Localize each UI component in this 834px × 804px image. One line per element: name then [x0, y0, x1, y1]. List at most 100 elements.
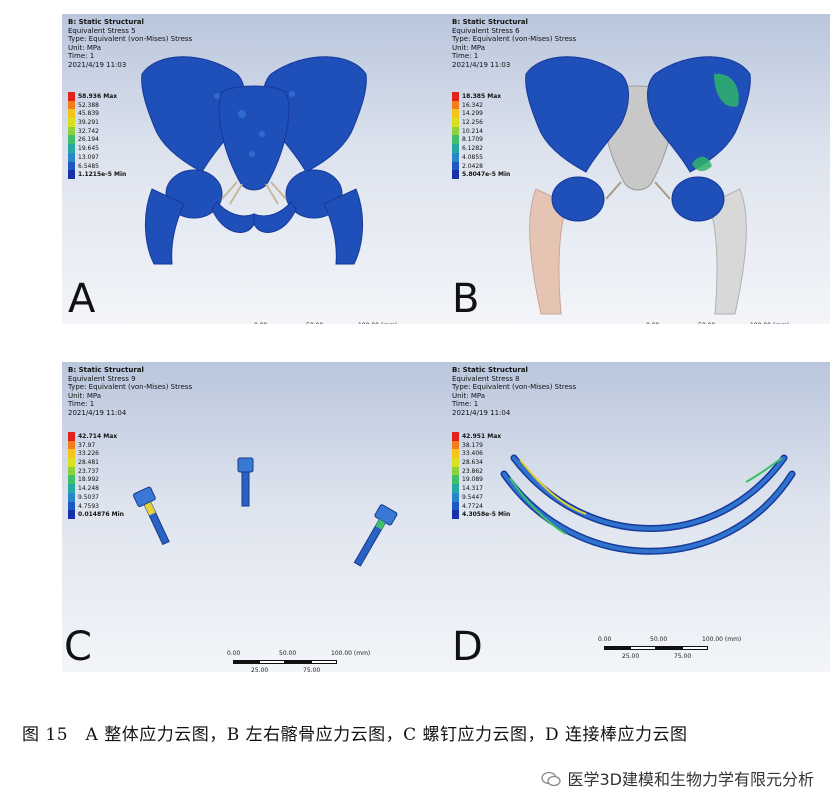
legend-swatch — [68, 458, 75, 467]
panel-a: B: Static Structural Equivalent Stress 5… — [62, 14, 446, 324]
legend-value: 12.256 — [462, 119, 483, 127]
legend-value: 38.179 — [462, 441, 483, 449]
scale-segment — [259, 660, 285, 664]
legend-swatch — [68, 492, 75, 502]
legend-entry: 8.1709 — [452, 135, 522, 145]
rod — [500, 470, 796, 555]
legend-entry: 28.481 — [68, 458, 138, 467]
legend-swatch — [452, 126, 459, 136]
legend-entry: 26.194 — [68, 135, 138, 145]
legend-entry: 12.256 — [452, 118, 522, 127]
header-line: Time: 1 — [452, 52, 479, 60]
panel-c: B: Static Structural Equivalent Stress 9… — [62, 362, 446, 672]
pelvis-model-b — [525, 56, 751, 315]
legend-swatch — [452, 466, 459, 476]
legend-entry: 32.742 — [68, 126, 138, 136]
watermark: 医学3D建模和生物力学有限元分析 — [541, 766, 814, 791]
legend-entry: 42.714 Max — [68, 432, 138, 441]
header-line: 2021/4/19 11:04 — [68, 408, 127, 417]
scale-tick-label: 0.00 — [254, 322, 267, 324]
legend-entry: 4.7724 — [452, 501, 522, 511]
panel-a-label: A — [68, 276, 96, 322]
header-line: Unit: MPa — [68, 43, 102, 52]
scale-tick-label: 50.00 — [279, 650, 297, 657]
header-line: Type: Equivalent (von-Mises) Stress — [68, 35, 193, 43]
legend-entry: 14.248 — [68, 484, 138, 493]
scale-segment — [656, 646, 682, 650]
legend-swatch — [68, 118, 75, 127]
legend-value: 6.5485 — [78, 162, 99, 170]
panel-b-label: B — [452, 276, 480, 322]
header-line: 2021/4/19 11:03 — [68, 60, 127, 69]
legend-entry: 23.737 — [68, 466, 138, 476]
legend-value: 14.299 — [462, 110, 483, 118]
header-line: Time: 1 — [452, 400, 479, 408]
legend-swatch — [68, 109, 75, 119]
scale-tick-label: 0.00 — [598, 636, 612, 643]
scale-tick-label: 100.00 (mm) — [358, 322, 397, 324]
legend-value: 8.1709 — [462, 136, 483, 144]
scale-segment — [630, 646, 656, 650]
legend-swatch — [68, 100, 75, 110]
panel-b-header: B: Static Structural Equivalent Stress 6… — [452, 18, 576, 69]
legend-value: 4.0855 — [462, 153, 483, 161]
panel-a-header: B: Static Structural Equivalent Stress 5… — [68, 18, 192, 69]
legend-value: 9.5447 — [462, 493, 483, 501]
watermark-text: 医学3D建模和生物力学有限元分析 — [567, 770, 814, 789]
header-line: Type: Equivalent (von-Mises) Stress — [452, 35, 577, 43]
legend-swatch — [452, 458, 459, 467]
legend-entry: 4.7593 — [68, 501, 138, 511]
legend-swatch — [68, 466, 75, 476]
scale-tick-label: 50.00 — [698, 322, 715, 324]
legend-swatch — [68, 449, 75, 459]
legend-entry: 1.1215e-5 Min — [68, 170, 138, 179]
screws-model — [132, 457, 398, 567]
panel-d-label: D — [452, 624, 483, 670]
panel-c-label: C — [64, 624, 92, 670]
header-line: B: Static Structural — [452, 366, 528, 374]
legend-entry: 9.5037 — [68, 492, 138, 502]
legend-value: 10.214 — [462, 127, 483, 135]
legend-value: 28.634 — [462, 459, 483, 467]
legend-entry: 42.951 Max — [452, 432, 522, 441]
legend-entry: 2.0428 — [452, 161, 522, 171]
header-line: Equivalent Stress 5 — [68, 26, 136, 35]
header-line: Equivalent Stress 8 — [452, 374, 520, 383]
legend-value: 9.5037 — [78, 493, 99, 501]
legend-entry: 0.014876 Min — [68, 510, 138, 519]
legend-value: 19.089 — [462, 476, 483, 484]
header-line: B: Static Structural — [68, 366, 144, 374]
header-line: Type: Equivalent (von-Mises) Stress — [452, 383, 577, 391]
panel-d: B: Static Structural Equivalent Stress 8… — [446, 362, 830, 672]
scale-tick-label: 100.00 (mm) — [331, 650, 371, 657]
scale-tick-label: 0.00 — [646, 322, 659, 324]
scale-tick-label: 0.00 — [227, 650, 241, 657]
legend-value: 13.097 — [78, 153, 99, 161]
legend-swatch — [452, 475, 459, 485]
header-line: 2021/4/19 11:03 — [452, 60, 511, 69]
scale-segment — [233, 660, 259, 664]
legend-value: 6.1282 — [462, 145, 483, 153]
legend-entry: 33.226 — [68, 449, 138, 459]
legend-value: 4.3058e-5 Min — [462, 511, 511, 519]
legend-swatch — [68, 161, 75, 171]
legend-value: 33.226 — [78, 450, 99, 458]
panel-c-header: B: Static Structural Equivalent Stress 9… — [68, 366, 192, 417]
legend-entry: 10.214 — [452, 126, 522, 136]
legend-swatch — [452, 161, 459, 171]
panel-b: B: Static Structural Equivalent Stress 6… — [446, 14, 830, 324]
scale-tick-label: 50.00 — [306, 322, 323, 324]
legend-entry: 14.299 — [452, 109, 522, 119]
legend-value: 18.992 — [78, 476, 99, 484]
legend-swatch — [452, 109, 459, 119]
legend-entry: 18.992 — [68, 475, 138, 485]
scale-tick-label: 75.00 — [303, 667, 321, 672]
legend-swatch — [68, 432, 75, 441]
connecting-rods-model — [500, 454, 796, 555]
